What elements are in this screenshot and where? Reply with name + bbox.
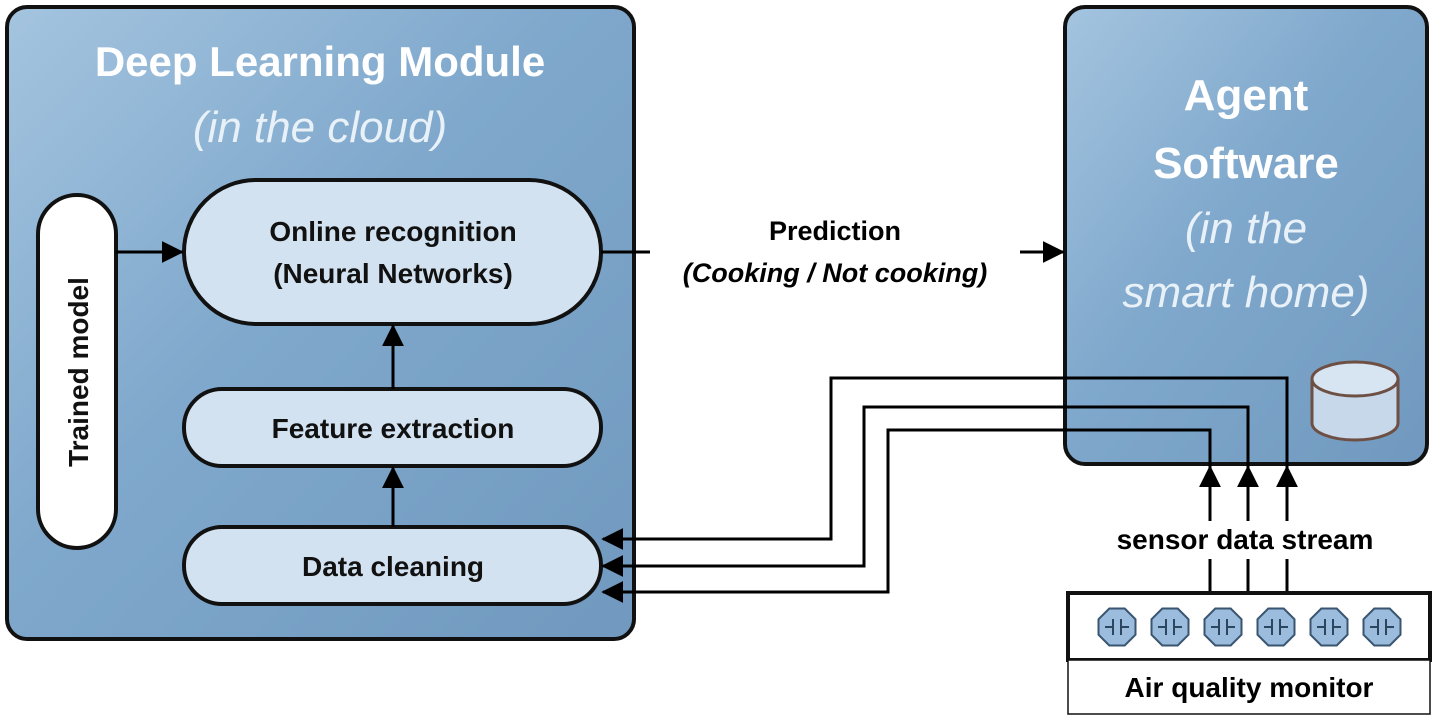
agent-software-panel: Agent Software (in the smart home)	[1063, 5, 1429, 466]
stream-line-1	[601, 376, 1289, 600]
sensor-row	[1097, 607, 1402, 647]
agent-input-arrows	[1199, 465, 1298, 520]
feature-extraction-box: Feature extraction	[182, 387, 603, 468]
prediction-label-bg	[650, 210, 1020, 298]
air-quality-monitor: Air quality monitor	[1066, 591, 1432, 715]
sensor-hexagon-icon	[1097, 607, 1137, 647]
database-icon	[1310, 360, 1400, 442]
online-recognition-line1: Online recognition	[269, 216, 516, 247]
data-cleaning-box: Data cleaning	[182, 525, 603, 606]
sensor-hexagon-icon	[1256, 607, 1296, 647]
prediction-connection: Prediction (Cooking / Not cooking)	[601, 210, 1065, 298]
trained-model-box: Trained model	[36, 193, 118, 550]
trained-model-label: Trained model	[63, 277, 94, 467]
internal-arrows	[116, 241, 404, 527]
feature-extraction-label: Feature extraction	[272, 413, 515, 444]
agent-software-line1: Agent	[1184, 71, 1309, 120]
agent-software-line4: smart home)	[1123, 268, 1370, 317]
prediction-label: Prediction	[769, 216, 901, 246]
deep-learning-module-title: Deep Learning Module	[95, 38, 545, 85]
agent-software-line2: Software	[1153, 139, 1339, 188]
monitor-label-box	[1067, 659, 1431, 715]
air-quality-monitor-label: Air quality monitor	[1125, 672, 1374, 703]
deep-learning-module-subtitle: (in the cloud)	[193, 103, 447, 152]
prediction-values: (Cooking / Not cooking)	[683, 258, 987, 288]
agent-software-line3: (in the	[1185, 204, 1307, 253]
sensor-hexagon-icon	[1150, 607, 1190, 647]
online-recognition-box: Online recognition (Neural Networks)	[182, 178, 603, 326]
sensor-hexagon-icon	[1362, 607, 1402, 647]
sensor-label-bg	[1102, 521, 1392, 559]
online-recognition-line2: (Neural Networks)	[273, 258, 513, 289]
data-cleaning-label: Data cleaning	[302, 551, 484, 582]
sensor-hexagon-icon	[1203, 607, 1243, 647]
sensor-data-stream-label: sensor data stream	[1117, 524, 1374, 555]
sensor-hexagon-icon	[1309, 607, 1349, 647]
